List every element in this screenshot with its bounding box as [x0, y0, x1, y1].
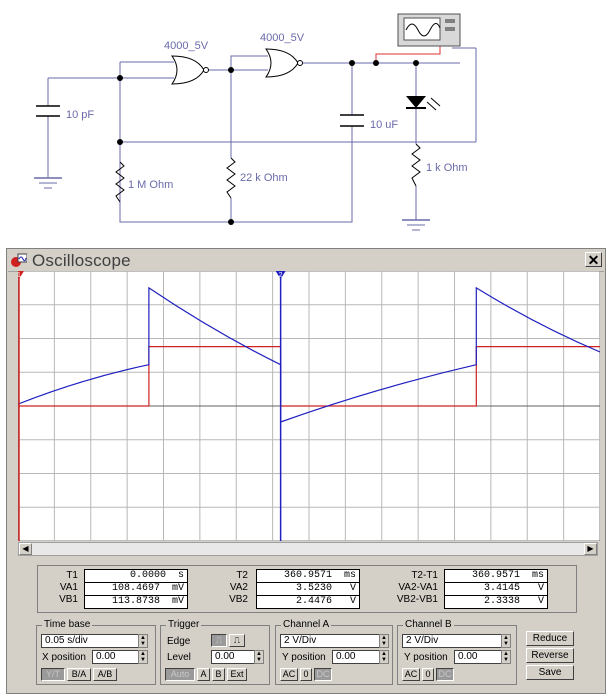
- dva-label: VA2-VA1: [398, 582, 438, 593]
- capacitor-10uf: [340, 114, 364, 127]
- probe-wire-a: [375, 45, 441, 63]
- close-button[interactable]: ✕: [585, 252, 602, 267]
- resistor-1m: [115, 161, 125, 203]
- mode-ba-button[interactable]: B/A: [67, 668, 91, 681]
- reduce-button[interactable]: Reduce: [526, 631, 574, 646]
- mode-yt-button[interactable]: Y/T: [41, 668, 65, 681]
- cursor-readout-panel: T1 VA1 VB1 0.0000 s 108.4697 mV 113.8738…: [37, 565, 577, 613]
- res2-label: 22 k Ohm: [240, 172, 288, 184]
- t1-value: 0.0000 s: [84, 569, 188, 583]
- channel-a-scale-select[interactable]: 2 V/Div: [280, 634, 380, 648]
- cursor-t2-handle-icon[interactable]: [275, 271, 286, 279]
- horizontal-scrollbar[interactable]: ◀ ▶: [18, 542, 598, 556]
- channel-b-dc-button[interactable]: DC: [436, 668, 454, 681]
- xpos-label: X position: [42, 652, 86, 663]
- channel-b-zero-button[interactable]: 0: [422, 668, 434, 681]
- channel-a-dc-button[interactable]: DC: [314, 668, 332, 681]
- channel-a-title: Channel A: [281, 619, 332, 630]
- xpos-input[interactable]: 0.00: [92, 650, 139, 664]
- falling-edge-icon[interactable]: ⎍: [229, 634, 245, 647]
- channel-a-ypos-spinner-icon[interactable]: ▲▼: [379, 650, 389, 664]
- res1-label: 1 M Ohm: [128, 179, 173, 191]
- t2-label: T2: [236, 570, 248, 581]
- oscilloscope-app-icon: [11, 253, 27, 267]
- circuit-schematic: 4000_5V 4000_5V 10 pF 10 uF 1 M Ohm 22 k…: [34, 13, 477, 231]
- channel-b-group: Channel B 2 V/Div ▲▼ Y position 0.00 ▲▼ …: [397, 619, 517, 685]
- window-title: Oscilloscope: [32, 251, 131, 270]
- timebase-select[interactable]: 0.05 s/div: [41, 634, 139, 648]
- timebase-group: Time base 0.05 s/div ▲▼ X position 0.00 …: [36, 619, 156, 685]
- vb2-label: VB2: [229, 594, 248, 605]
- cursor-t2-marker-label: 2: [279, 272, 283, 279]
- va2-label: VA2: [229, 582, 248, 593]
- channel-b-scale-spinner-icon[interactable]: ▲▼: [501, 634, 511, 648]
- gate1-label: 4000_5V: [164, 40, 209, 52]
- trigger-group: Trigger Edge ⎍ ⎍ Level 0.00 ▲▼ Auto A B …: [160, 619, 270, 685]
- reverse-button[interactable]: Reverse: [526, 648, 574, 663]
- channel-a-ypos-label: Y position: [282, 652, 326, 663]
- nor-gate-1: [171, 55, 209, 85]
- level-label: Level: [167, 652, 191, 663]
- edge-label: Edge: [167, 636, 191, 647]
- res3-label: 1 k Ohm: [426, 162, 468, 174]
- trigger-ext-button[interactable]: Ext: [227, 668, 247, 681]
- dvb-label: VB2-VB1: [396, 594, 438, 605]
- channel-b-title: Channel B: [403, 619, 454, 630]
- dva-value: 3.4145 V: [444, 582, 548, 596]
- led-icon: [406, 96, 441, 111]
- channel-b-ypos-label: Y position: [404, 652, 448, 663]
- channel-b-ypos-input[interactable]: 0.00: [454, 650, 502, 664]
- cap1-label: 10 pF: [66, 109, 94, 121]
- xpos-spinner-icon[interactable]: ▲▼: [138, 650, 148, 664]
- resistor-1k: [411, 143, 421, 187]
- channel-b-ac-button[interactable]: AC: [402, 668, 420, 681]
- trigger-a-button[interactable]: A: [197, 668, 210, 681]
- level-input[interactable]: 0.00: [211, 650, 255, 664]
- resistor-22k: [226, 157, 236, 199]
- cursor-t1-handle-icon[interactable]: [18, 271, 24, 279]
- trigger-auto-button[interactable]: Auto: [165, 668, 195, 681]
- vb2-value: 2.4476 V: [256, 595, 360, 609]
- save-button[interactable]: Save: [526, 665, 574, 680]
- cap2-label: 10 uF: [370, 119, 398, 131]
- channel-a-scale-spinner-icon[interactable]: ▲▼: [379, 634, 389, 648]
- channel-a-group: Channel A 2 V/Div ▲▼ Y position 0.00 ▲▼ …: [275, 619, 393, 685]
- trigger-b-button[interactable]: B: [212, 668, 225, 681]
- trigger-title: Trigger: [166, 619, 202, 630]
- titlebar[interactable]: Oscilloscope ✕: [8, 250, 604, 272]
- scroll-right-icon[interactable]: ▶: [584, 543, 597, 555]
- timebase-spinner-icon[interactable]: ▲▼: [138, 634, 148, 648]
- channel-b-ypos-spinner-icon[interactable]: ▲▼: [501, 650, 511, 664]
- t2-value: 360.9571 ms: [256, 569, 360, 583]
- channel-b-scale-select[interactable]: 2 V/Div: [402, 634, 502, 648]
- cursor-t1-marker-label: 1: [18, 272, 21, 279]
- dt-value: 360.9571 ms: [444, 569, 548, 583]
- channel-a-zero-button[interactable]: 0: [300, 668, 312, 681]
- rising-edge-icon[interactable]: ⎍: [211, 634, 227, 647]
- vb1-value: 113.8738 mV: [84, 595, 188, 609]
- vb1-label: VB1: [59, 594, 78, 605]
- wire: [48, 77, 353, 223]
- va2-value: 3.5230 V: [256, 582, 360, 596]
- channel-a-ac-button[interactable]: AC: [280, 668, 298, 681]
- va1-label: VA1: [59, 582, 78, 593]
- mode-ab-button[interactable]: A/B: [93, 668, 117, 681]
- dvb-value: 2.3338 V: [444, 595, 548, 609]
- scroll-left-icon[interactable]: ◀: [19, 543, 32, 555]
- dt-label: T2-T1: [411, 570, 438, 581]
- oscilloscope-instrument-icon: [397, 13, 461, 47]
- channel-a-ypos-input[interactable]: 0.00: [332, 650, 380, 664]
- nor-gate-2: [265, 48, 303, 78]
- va1-value: 108.4697 mV: [84, 582, 188, 596]
- capacitor-10pf: [36, 105, 60, 117]
- gate2-label: 4000_5V: [260, 32, 305, 44]
- t1-label: T1: [66, 570, 78, 581]
- level-spinner-icon[interactable]: ▲▼: [254, 650, 264, 664]
- timebase-title: Time base: [42, 619, 93, 630]
